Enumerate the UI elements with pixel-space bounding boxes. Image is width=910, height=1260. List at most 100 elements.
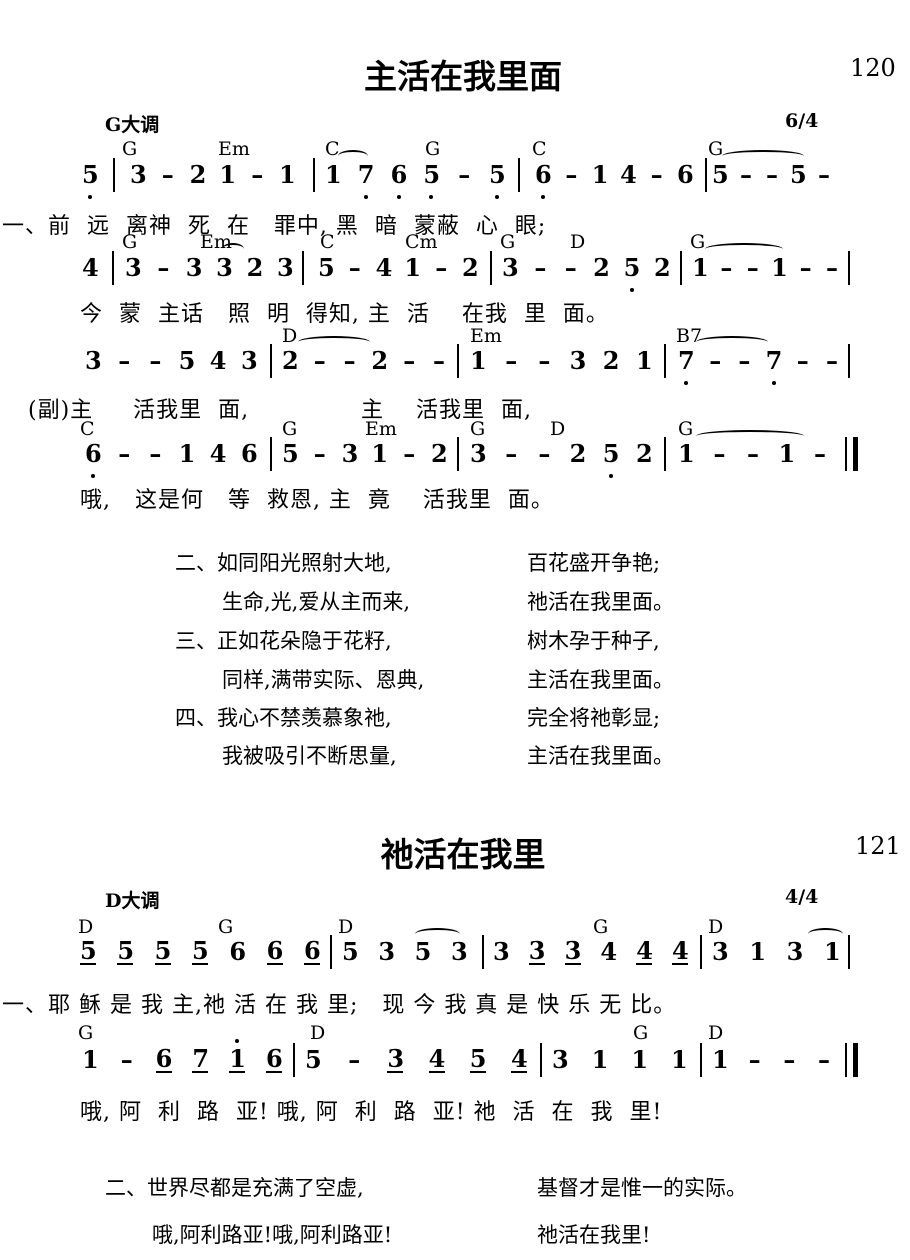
high-octave-dot xyxy=(235,1039,240,1043)
measure: 5 xyxy=(82,158,102,199)
dash: – xyxy=(118,439,131,468)
final-barline xyxy=(845,1043,858,1077)
time-signature: 4/4 xyxy=(785,886,819,908)
note: 3 xyxy=(470,439,487,468)
note: 7 xyxy=(678,349,695,385)
note: 3 xyxy=(712,937,729,966)
note: 3 xyxy=(493,937,510,966)
verse-line: 树木孕于种子, xyxy=(527,629,660,653)
dash: – xyxy=(564,253,577,282)
note: 6 xyxy=(303,936,321,965)
barline xyxy=(293,1043,295,1077)
barline xyxy=(848,251,850,285)
note: 6 xyxy=(265,1044,283,1073)
note: 1 xyxy=(371,439,389,468)
low-octave-dot xyxy=(771,381,776,385)
slur xyxy=(415,928,460,940)
dash: – xyxy=(432,346,445,375)
verse-line: 二、如同阳光照射大地, xyxy=(175,551,392,575)
note: 1 xyxy=(178,439,196,468)
note: 3 xyxy=(450,937,468,966)
note: 4 xyxy=(671,936,689,965)
dash: – xyxy=(435,253,448,282)
note: 2 xyxy=(602,346,620,375)
low-octave-dot xyxy=(88,195,92,199)
chord: B7 xyxy=(676,325,703,347)
note: 2 xyxy=(569,439,587,468)
key-signature: D大调 xyxy=(105,890,160,912)
chord: Cm xyxy=(405,231,438,253)
dash: – xyxy=(157,253,170,282)
barline xyxy=(112,251,114,285)
measure: 1––1–– xyxy=(692,251,840,285)
chord: Em xyxy=(365,418,397,440)
note: 3 xyxy=(216,253,233,282)
note: 1 xyxy=(771,253,788,282)
note: 3 xyxy=(240,346,258,375)
dash: – xyxy=(343,346,356,375)
note: 1 xyxy=(591,160,609,189)
note: 4 xyxy=(82,253,99,282)
dash: – xyxy=(650,160,663,189)
dash: – xyxy=(120,1045,133,1074)
note: 1 xyxy=(692,253,709,282)
dash: – xyxy=(799,253,812,282)
dash: – xyxy=(251,160,264,189)
note: 1 xyxy=(778,439,796,468)
barline xyxy=(664,437,666,471)
dash: – xyxy=(825,346,838,375)
barline xyxy=(270,344,272,378)
chord: D xyxy=(570,231,586,253)
note: 6 xyxy=(391,163,407,199)
dash: – xyxy=(534,253,547,282)
note: 1 xyxy=(404,253,422,282)
chord: C xyxy=(532,138,547,160)
dash: – xyxy=(348,1045,361,1074)
dash: – xyxy=(161,160,174,189)
lyrics-line: 今 蒙 主话 照 明 得知, 主 活 在我 里 面。 xyxy=(80,302,609,327)
barline xyxy=(313,158,315,192)
note: 2 xyxy=(593,253,610,282)
barline xyxy=(680,251,682,285)
measure: 5––5– xyxy=(712,158,832,192)
note: 3 xyxy=(502,253,519,282)
dash: – xyxy=(738,346,751,375)
note: 1 xyxy=(631,1045,649,1074)
dash: – xyxy=(505,346,518,375)
barline xyxy=(302,251,304,285)
note: 4 xyxy=(209,346,227,375)
dash: – xyxy=(709,346,722,375)
chord: G xyxy=(425,138,441,160)
chord: G xyxy=(470,418,486,440)
note: 4 xyxy=(510,1044,528,1073)
low-octave-dot xyxy=(608,474,613,478)
final-barline xyxy=(845,437,858,471)
song-number: 121 xyxy=(855,832,901,860)
note: 4 xyxy=(620,160,637,189)
note: 2 xyxy=(189,160,207,189)
note: 5 xyxy=(342,937,359,966)
dash: – xyxy=(348,253,361,282)
note: 5 xyxy=(282,439,299,468)
note: 1 xyxy=(82,1045,99,1074)
dash: – xyxy=(538,439,551,468)
song-title: 主活在我里面 xyxy=(364,57,562,96)
note: 2 xyxy=(461,253,479,282)
chord: D xyxy=(310,1022,326,1044)
note: 6 xyxy=(240,439,258,468)
note: 4 xyxy=(600,937,618,966)
chord: D xyxy=(282,325,298,347)
